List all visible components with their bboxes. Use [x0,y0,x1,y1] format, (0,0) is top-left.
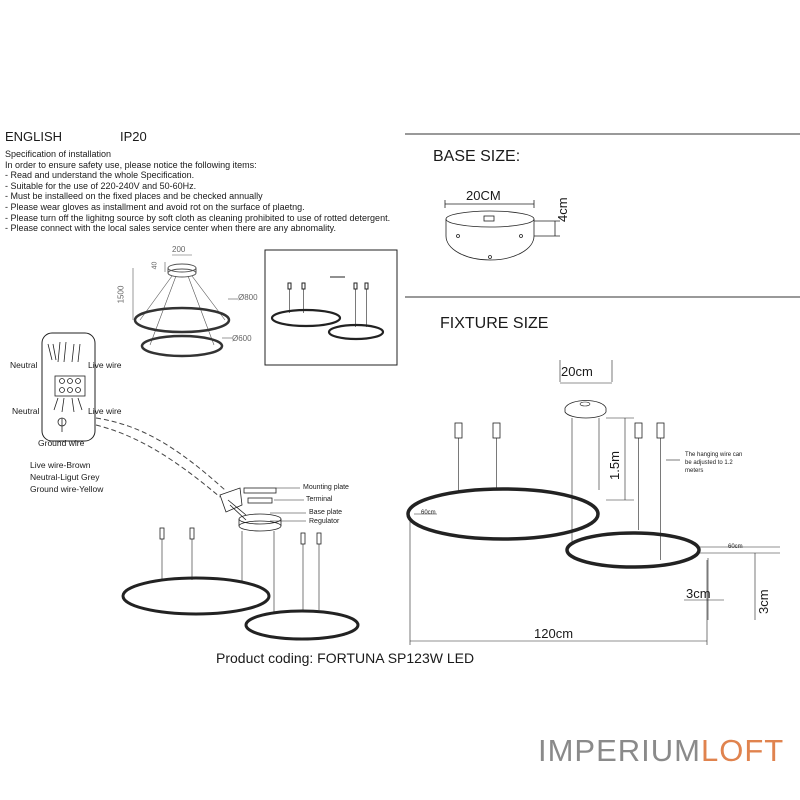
spec-intro: In order to ensure safety use, please no… [5,159,257,170]
live-label-mid: Live wire [88,406,122,416]
legend-live: Live wire-Brown [30,460,91,470]
ring-height-label: 3cm [756,589,771,614]
total-width-label: 120cm [534,626,574,641]
small-fixture-illustration [132,254,238,358]
logo-part-1: IMPERIUM [538,733,701,768]
live-label-top: Live wire [88,360,122,370]
small-dia-small: Ø600 [232,334,252,343]
legend-neutral: Neutral-Ligut Grey [30,472,100,482]
logo-part-2: LOFT [701,733,785,768]
wiring-terminal-box [41,332,96,442]
regulator-label: Regulator [309,518,340,525]
note-line: be adjusted to 1.2 [685,460,733,466]
spec-item: - Please turn off the lighitng source by… [5,212,391,223]
note-line: meters [685,468,704,474]
note-line: The hanging wire can [685,452,743,458]
brand-logo: IMPERIUMLOFT [538,733,784,769]
fixture-size-drawing [406,360,780,645]
base-plate-label: Base plate [309,509,343,516]
ring-thickness-label: 3cm [686,586,711,601]
small-dia-large: Ø800 [238,293,258,302]
neutral-label-mid: Neutral [12,406,40,416]
small-top-dim: 200 [172,245,186,254]
legend-ground: Ground wire-Yellow [30,484,104,494]
terminal-block [47,341,86,432]
small-height-dim: 1500 [116,285,126,304]
base-size-title: BASE SIZE: [433,148,521,165]
language-label: ENGLISH [5,129,63,144]
spec-item: - Suitable for the use of 220-240V and 5… [5,180,197,191]
fixture-size-title: FIXTURE SIZE [440,315,549,332]
base-height-label: 4cm [555,197,570,222]
canopy-dim-label: 20cm [561,364,593,379]
base-width-label: 20CM [466,188,501,203]
neutral-label-top: Neutral [10,360,38,370]
base-size-drawing [444,200,560,261]
spec-item: - Please connect with the local sales se… [5,223,337,234]
wire-color-legend: Live wire-Brown Neutral-Ligut Grey Groun… [30,459,103,495]
spec-title: Specification of installation [5,149,112,159]
thumbnail-fixture [270,276,385,341]
supply-cable [95,417,226,498]
thumbnail-frame [264,249,398,366]
terminal-label: Terminal [306,496,333,503]
wire-length-label: 1.5m [607,451,622,480]
spec-item: - Please wear gloves as installment and … [5,201,305,212]
small-cap-dim: 40 [151,261,159,270]
spec-block: Specification of installation In order t… [5,149,390,234]
spec-item: - Read and understand the whole Specific… [5,170,195,181]
mounting-plate-label: Mounting plate [303,484,349,491]
hanging-wire-note: The hanging wire can be adjusted to 1.2 … [685,451,742,475]
lower-left-fixture [121,527,360,641]
ip-rating-label: IP20 [120,129,147,144]
ring-b-label: 60cm [728,544,743,550]
product-coding: Product coding: FORTUNA SP123W LED [216,650,475,666]
ground-label: Ground wire [38,438,85,448]
spec-item: - Must be installeed on the fixed places… [5,191,263,202]
ring-a-label: 60cm [421,510,436,516]
mounting-assembly [219,487,306,612]
